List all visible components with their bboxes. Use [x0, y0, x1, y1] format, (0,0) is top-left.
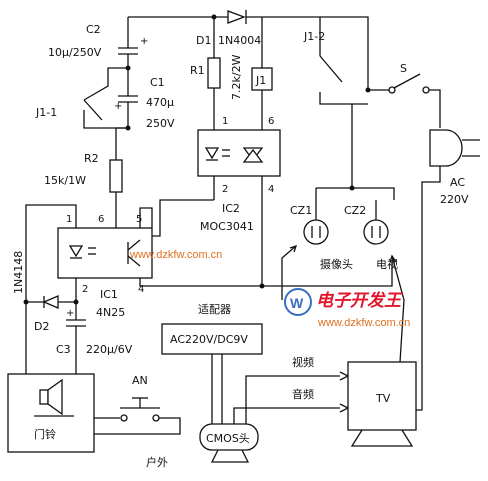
diode-d1 — [227, 10, 247, 24]
ic1-pin5: 5 — [136, 214, 142, 225]
j1-1-ref: J1-1 — [35, 106, 57, 119]
doorbell-label: 门铃 — [34, 427, 56, 441]
relay-coil-j1 — [251, 17, 273, 130]
switch-s — [367, 25, 430, 94]
optocoupler-ic2 — [197, 129, 281, 286]
svg-text:+: + — [140, 36, 148, 47]
r1-ref: R1 — [190, 64, 205, 77]
watermark-url-center: www.dzkfw.com.cn — [129, 249, 222, 261]
c1-value-2: 250V — [146, 117, 175, 130]
cz2-ref: CZ2 — [344, 204, 366, 217]
c1-ref: C1 — [150, 76, 165, 89]
capacitor-c1: + — [114, 68, 138, 128]
ac-plug — [429, 129, 480, 167]
svg-text:+: + — [114, 101, 122, 112]
s-ref: S — [400, 62, 407, 75]
ic1-pin2: 2 — [82, 284, 88, 295]
ic2-ref: IC2 — [222, 202, 240, 215]
c3-ref: C3 — [56, 343, 71, 356]
relay-contact-j1-2 — [319, 25, 368, 105]
socket-cz2 — [363, 200, 389, 245]
c3-value: 220μ/6V — [86, 343, 133, 356]
audio-label: 音频 — [292, 387, 314, 401]
pushbutton-an — [120, 397, 160, 422]
diode-d2 — [26, 295, 76, 309]
ic1-pin1: 1 — [66, 214, 72, 225]
top-rail — [127, 16, 369, 72]
r1-value: 7.2k/2W — [230, 54, 243, 100]
c2-ref: C2 — [86, 23, 101, 36]
svg-text:+: + — [66, 308, 74, 319]
d2-ref: D2 — [34, 320, 49, 333]
ic2-pin6: 6 — [268, 116, 274, 127]
r2-ref: R2 — [84, 152, 99, 165]
capacitor-c2: + — [118, 36, 148, 68]
r2-value: 15k/1W — [44, 174, 86, 187]
cz1-ref: CZ1 — [290, 204, 312, 217]
outdoor-label: 户外 — [146, 455, 168, 469]
d1-ref: D1 — [196, 34, 211, 47]
resistor-r1 — [207, 57, 221, 130]
cmos-label: CMOS头 — [206, 432, 250, 445]
adapter-rating: AC220V/DC9V — [170, 333, 248, 346]
c2-value: 10μ/250V — [48, 46, 102, 59]
c1-value-1: 470μ — [146, 96, 174, 109]
d4148-part: 1N4148 — [12, 251, 25, 294]
resistor-r2 — [109, 127, 128, 208]
tv-outlet-label: 电视 — [376, 257, 398, 271]
ic2-part: MOC3041 — [200, 220, 254, 233]
an-ref: AN — [132, 374, 148, 387]
ac-voltage: 220V — [440, 193, 469, 206]
ic2-pin2: 2 — [222, 184, 228, 195]
tv-label: TV — [375, 392, 391, 405]
ic1-pin4: 4 — [138, 284, 144, 295]
ic2-pin1: 1 — [222, 116, 228, 127]
doorbell-box — [7, 373, 95, 453]
watermark-logo: W — [284, 288, 312, 316]
cmos-camera — [199, 423, 259, 463]
j1-2-ref: J1-2 — [303, 30, 325, 43]
camera-label: 摄像头 — [320, 257, 353, 271]
relay-contact-j1-1 — [83, 67, 128, 129]
adapter-title: 适配器 — [198, 303, 231, 316]
ac-label: AC — [450, 176, 465, 189]
watermark-brand: 电子开发王 — [316, 291, 403, 311]
watermark-url-right: www.dzkfw.com.cn — [317, 317, 410, 329]
ic1-pin6: 6 — [98, 214, 104, 225]
socket-cz1 — [303, 200, 329, 245]
tv-set — [347, 361, 417, 447]
d1-part: 1N4004 — [218, 34, 261, 47]
video-label: 视频 — [292, 355, 314, 369]
ic2-pin4: 4 — [268, 184, 274, 195]
ic1-part: 4N25 — [96, 306, 125, 319]
capacitor-c3: + — [66, 302, 86, 374]
ic1-ref: IC1 — [100, 288, 118, 301]
j1-ref: J1 — [255, 74, 266, 87]
optocoupler-ic1 — [57, 227, 153, 279]
svg-text:W: W — [290, 295, 304, 311]
